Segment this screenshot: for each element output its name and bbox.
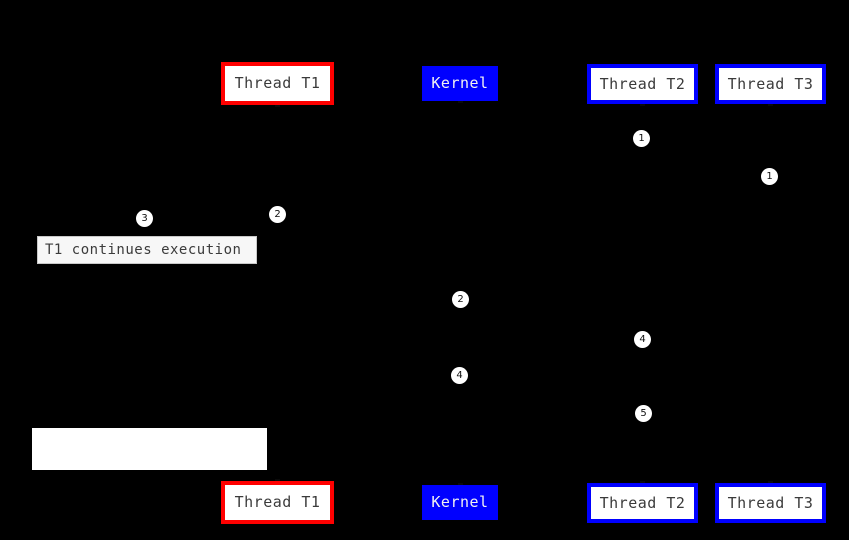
step-marker-5: 5 <box>635 405 652 422</box>
step-marker-1: 1 <box>761 168 778 185</box>
lifeline-thread-t3 <box>770 104 771 483</box>
participant-header-thread-t2[interactable]: Thread T2 <box>587 64 698 104</box>
lifeline-notch-thread-t3 <box>768 102 773 106</box>
lifeline-notch-thread-t2 <box>640 102 645 106</box>
step-marker-3: 3 <box>136 210 153 227</box>
note-box-t1-continues: T1 continues execution <box>37 236 257 264</box>
participant-footer-thread-t1[interactable]: Thread T1 <box>221 481 334 524</box>
step-marker-2: 2 <box>269 206 286 223</box>
participant-footer-thread-t3[interactable]: Thread T3 <box>715 483 826 523</box>
step-marker-4: 4 <box>634 331 651 348</box>
participant-header-kernel[interactable]: Kernel <box>422 66 498 101</box>
step-marker-1: 1 <box>633 130 650 147</box>
note-box-blank <box>32 428 267 470</box>
participant-footer-thread-t2[interactable]: Thread T2 <box>587 483 698 523</box>
lifeline-notch-thread-t1 <box>275 103 280 107</box>
lifeline-notch-kernel <box>458 99 463 103</box>
participant-header-thread-t1[interactable]: Thread T1 <box>221 62 334 105</box>
step-marker-4: 4 <box>451 367 468 384</box>
step-marker-2: 2 <box>452 291 469 308</box>
lifeline-thread-t2 <box>642 104 643 483</box>
lifeline-thread-t1 <box>277 105 278 481</box>
participant-header-thread-t3[interactable]: Thread T3 <box>715 64 826 104</box>
participant-footer-kernel[interactable]: Kernel <box>422 485 498 520</box>
